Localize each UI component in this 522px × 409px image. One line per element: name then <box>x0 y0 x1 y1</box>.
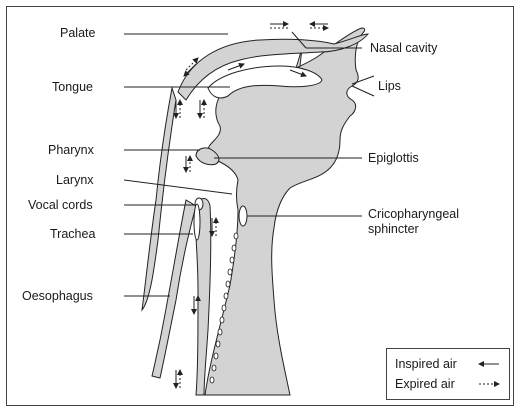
pharyngeal-wall <box>142 88 176 310</box>
label-vocal-cords: Vocal cords <box>28 198 93 212</box>
label-nasal-cavity: Nasal cavity <box>370 41 437 55</box>
label-lips: Lips <box>378 79 401 93</box>
legend: Inspired air Expired air <box>386 348 510 400</box>
cricopharyngeal-shape <box>239 206 247 226</box>
label-cricopharyngeal-line1: Cricopharyngeal <box>368 207 459 221</box>
label-oesophagus: Oesophagus <box>22 289 93 303</box>
label-larynx: Larynx <box>56 173 94 187</box>
label-trachea: Trachea <box>50 227 95 241</box>
legend-arrows <box>387 349 511 401</box>
label-palate: Palate <box>60 26 95 40</box>
trachea-lumen <box>194 204 200 240</box>
label-cricopharyngeal-line2: sphincter <box>368 222 419 236</box>
label-epiglottis: Epiglottis <box>368 151 419 165</box>
label-tongue: Tongue <box>52 80 93 94</box>
label-pharynx: Pharynx <box>48 143 94 157</box>
